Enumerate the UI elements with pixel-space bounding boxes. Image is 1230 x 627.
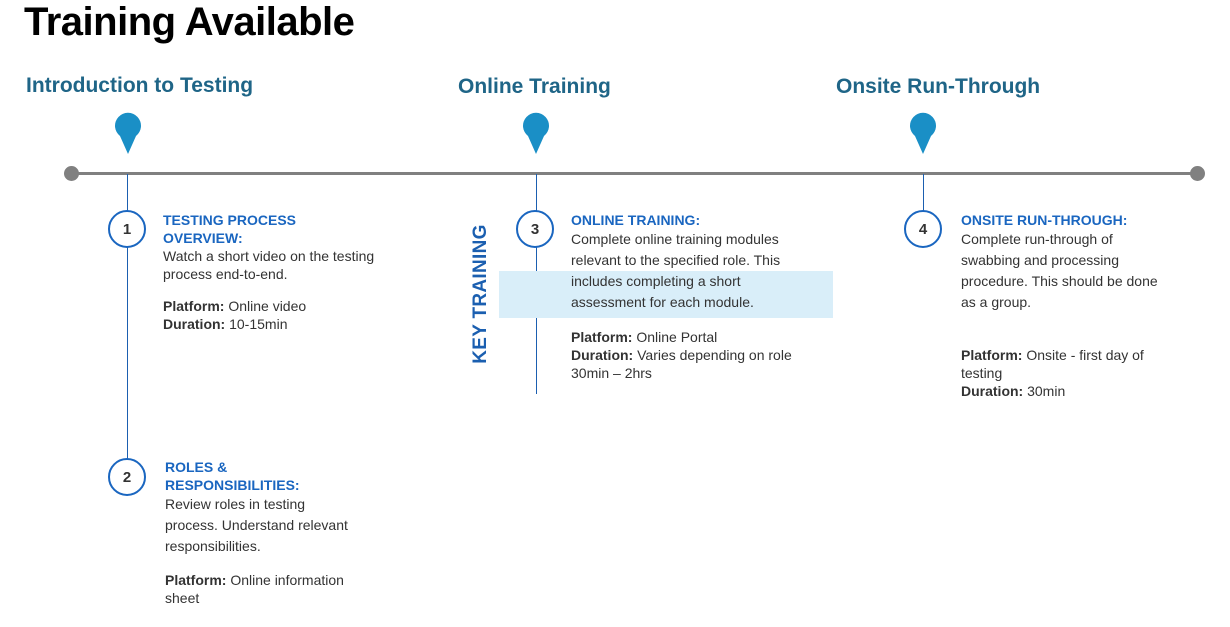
connector-stage-1	[127, 174, 128, 463]
page-title: Training Available	[24, 0, 355, 44]
step-2: ROLES & RESPONSIBILITIES: Review roles i…	[165, 458, 405, 607]
map-pin-icon	[523, 112, 549, 154]
step-description: Complete run-through of swabbing and pro…	[961, 231, 1158, 310]
timeline-end-cap	[1190, 166, 1205, 181]
step-4: ONSITE RUN-THROUGH: Complete run-through…	[961, 211, 1211, 400]
step-description: Review roles in testing process. Underst…	[165, 496, 348, 554]
step-meta: Platform: Online video Duration: 10-15mi…	[163, 298, 307, 332]
timeline-line	[70, 172, 1198, 175]
step-number-2: 2	[108, 458, 146, 496]
map-pin-icon	[910, 112, 936, 154]
stage-title-onsite: Onsite Run-Through	[836, 75, 1041, 98]
map-pin-icon	[115, 112, 141, 154]
step-meta: Platform: Onsite - first day of testing …	[961, 347, 1144, 399]
key-training-label: KEY TRAINING	[470, 224, 491, 364]
step-number-3: 3	[516, 210, 554, 248]
step-number-1: 1	[108, 210, 146, 248]
stage-title-introduction: Introduction to Testing	[26, 74, 254, 97]
highlight-band	[499, 271, 833, 318]
connector-stage-3	[923, 174, 924, 211]
step-1: TESTING PROCESS OVERVIEW: Watch a short …	[163, 211, 423, 333]
timeline-start-cap	[64, 166, 79, 181]
step-meta: Platform: Online information sheet	[165, 572, 344, 606]
step-description: Watch a short video on the testing proce…	[163, 248, 375, 282]
step-description: Complete online training modules relevan…	[571, 231, 781, 310]
step-heading: ONLINE TRAINING:	[571, 212, 701, 228]
step-heading: TESTING PROCESS OVERVIEW:	[163, 212, 297, 246]
step-3: ONLINE TRAINING: Complete online trainin…	[571, 211, 831, 382]
step-heading: ONSITE RUN-THROUGH:	[961, 212, 1128, 228]
step-heading: ROLES & RESPONSIBILITIES:	[165, 459, 300, 493]
step-meta: Platform: Online Portal Duration: Varies…	[571, 329, 792, 381]
stage-title-online-training: Online Training	[458, 75, 611, 98]
step-number-4: 4	[904, 210, 942, 248]
